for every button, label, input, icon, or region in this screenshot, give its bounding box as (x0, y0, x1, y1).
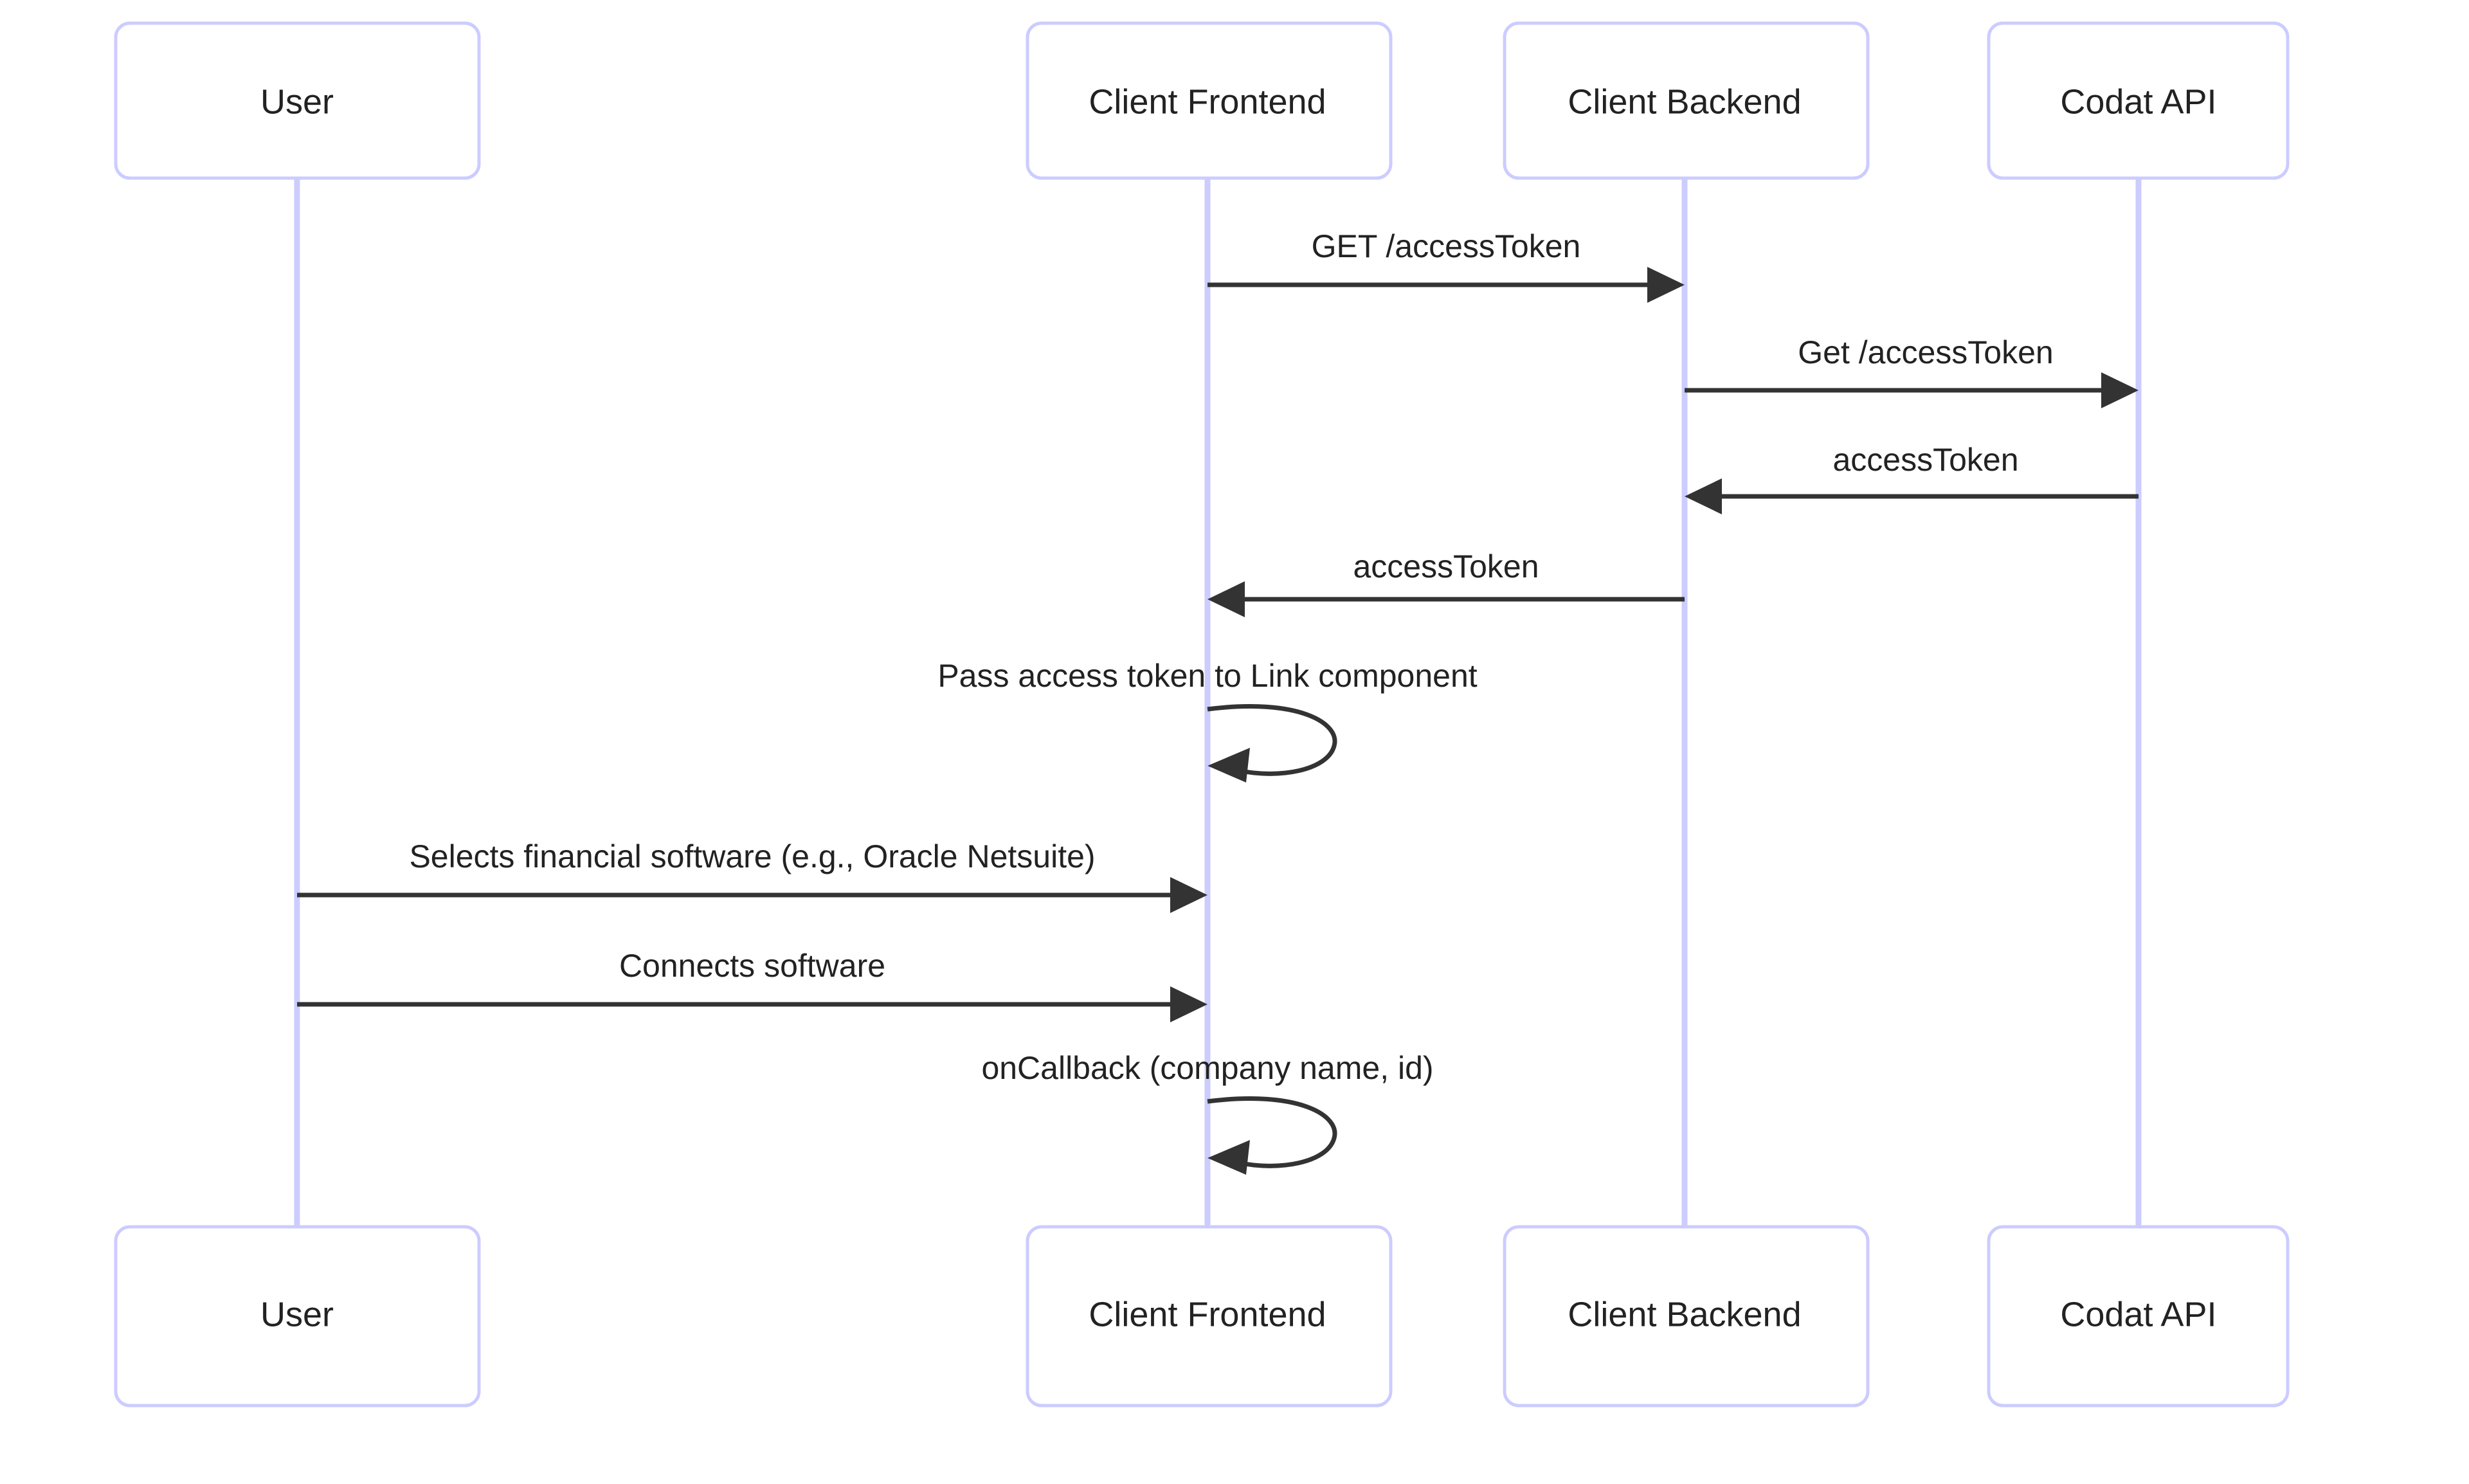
message-4-label: accessToken (1353, 548, 1539, 584)
message-5-label: Pass access token to Link component (937, 658, 1477, 694)
message-2-get-access-token[interactable]: Get /accessToken (1685, 334, 2139, 408)
participant-box-user-top[interactable] (114, 21, 481, 180)
message-1-get-access-token[interactable]: GET /accessToken (1207, 228, 1685, 303)
participant-label-user-bottom: User (260, 1295, 334, 1334)
participant-box-backend-bottom[interactable] (1503, 1225, 1870, 1407)
participant-box-backend-top[interactable] (1503, 21, 1870, 180)
participant-box-frontend-top[interactable] (1026, 21, 1393, 180)
message-5-arrowhead-icon (1207, 748, 1250, 783)
message-7-arrowhead-icon (1170, 986, 1207, 1022)
participant-label-frontend-bottom: Client Frontend (1089, 1295, 1326, 1334)
participant-codat-top[interactable]: Codat API (1987, 21, 2290, 180)
participant-label-backend-bottom: Client Backend (1568, 1295, 1801, 1334)
participant-box-codat-top[interactable] (1987, 21, 2290, 180)
participant-frontend-top[interactable]: Client Frontend (1026, 21, 1393, 180)
message-8-label: onCallback (company name, id) (981, 1050, 1433, 1086)
participant-boxes-top: User Client Frontend Client Backend Coda… (114, 21, 2290, 180)
message-6-selects-financial-software[interactable]: Selects financial software (e.g., Oracle… (297, 838, 1207, 913)
participant-box-frontend-bottom[interactable] (1026, 1225, 1393, 1407)
message-2-arrowhead-icon (2101, 372, 2139, 408)
message-6-arrowhead-icon (1170, 877, 1207, 913)
message-4-arrowhead-icon (1207, 581, 1245, 617)
participant-codat-bottom[interactable]: Codat API (1987, 1225, 2290, 1407)
participant-label-backend-top: Client Backend (1568, 82, 1801, 121)
participant-backend-top[interactable]: Client Backend (1503, 21, 1870, 180)
message-1-label: GET /accessToken (1312, 228, 1581, 264)
participant-boxes-bottom: User Client Frontend Client Backend Coda… (114, 1225, 2290, 1407)
participant-backend-bottom[interactable]: Client Backend (1503, 1225, 1870, 1407)
message-5-pass-access-token[interactable]: Pass access token to Link component (937, 658, 1478, 783)
participant-user-bottom[interactable]: User (114, 1225, 481, 1407)
participant-label-codat-top: Codat API (2060, 82, 2216, 121)
message-8-self-arc (1207, 1096, 1337, 1168)
participant-label-frontend-top: Client Frontend (1089, 82, 1326, 121)
message-8-on-callback[interactable]: onCallback (company name, id) (981, 1050, 1434, 1175)
message-4-access-token[interactable]: accessToken (1207, 548, 1685, 617)
message-3-arrowhead-icon (1685, 478, 1722, 514)
message-3-label: accessToken (1832, 442, 2018, 478)
message-8-arrowhead-icon (1207, 1140, 1250, 1175)
participant-box-codat-bottom[interactable] (1987, 1225, 2290, 1407)
lifelines (294, 178, 2142, 1227)
message-6-label: Selects financial software (e.g., Oracle… (409, 838, 1095, 874)
message-7-connects-software[interactable]: Connects software (297, 948, 1207, 1022)
message-5-self-arc (1207, 704, 1337, 776)
participant-label-codat-bottom: Codat API (2060, 1295, 2216, 1334)
message-2-label: Get /accessToken (1798, 334, 2053, 370)
participant-label-user-top: User (260, 82, 334, 121)
participant-user-top[interactable]: User (114, 21, 481, 180)
participant-box-user-bottom[interactable] (114, 1225, 481, 1407)
message-7-label: Connects software (619, 948, 885, 984)
participant-frontend-bottom[interactable]: Client Frontend (1026, 1225, 1393, 1407)
message-1-arrowhead-icon (1647, 267, 1685, 303)
message-3-access-token[interactable]: accessToken (1685, 442, 2139, 514)
